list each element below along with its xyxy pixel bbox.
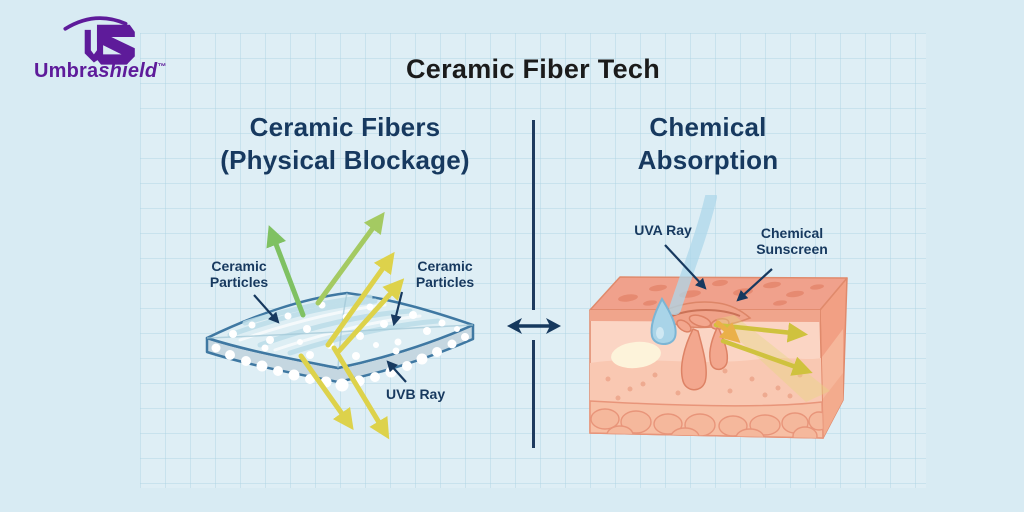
double-arrow-icon — [507, 318, 561, 334]
umbrella-arc — [63, 16, 128, 31]
page-title: Ceramic Fiber Tech — [406, 54, 660, 84]
reflected-uv-arrows — [266, 211, 405, 354]
dermis-dots — [605, 368, 803, 401]
fabric-sheet — [205, 291, 475, 392]
absorbed-ray-arrows — [713, 320, 813, 376]
label-ceramic-particles-right: Ceramic Particles — [415, 258, 475, 290]
uva-beam — [669, 195, 717, 315]
divider-line-top — [532, 120, 535, 310]
sebaceous-gland-blob — [611, 341, 661, 369]
divider-line-bottom — [532, 340, 535, 448]
label-uvb-ray: UVB Ray — [386, 386, 446, 402]
ceramic-particle-dots — [229, 301, 460, 360]
right-panel-heading: Chemical Absorption — [637, 112, 779, 175]
label-pointer-arrows — [253, 291, 407, 383]
label-pointer-arrows — [664, 244, 773, 302]
label-chemical-sunscreen: Chemical Sunscreen — [756, 225, 828, 257]
fabric-diagram — [205, 211, 475, 440]
label-ceramic-particles-left: Ceramic Particles — [209, 258, 269, 290]
brand-name-bold: Umbra — [34, 60, 99, 82]
skin-diagram — [589, 195, 848, 439]
brand-name-italic: shield — [98, 60, 158, 82]
letter-s-shape — [96, 24, 135, 65]
left-panel-heading: Ceramic Fibers (Physical Blockage) — [220, 112, 470, 175]
subcutaneous-cells — [590, 408, 823, 438]
brand-wordmark: Umbrashield™ — [34, 60, 214, 83]
label-uva-ray: UVA Ray — [634, 222, 692, 238]
uvb-ray-arrows — [298, 345, 390, 440]
trademark-symbol: ™ — [157, 61, 167, 72]
brand-monogram-icon: US — [63, 16, 135, 65]
